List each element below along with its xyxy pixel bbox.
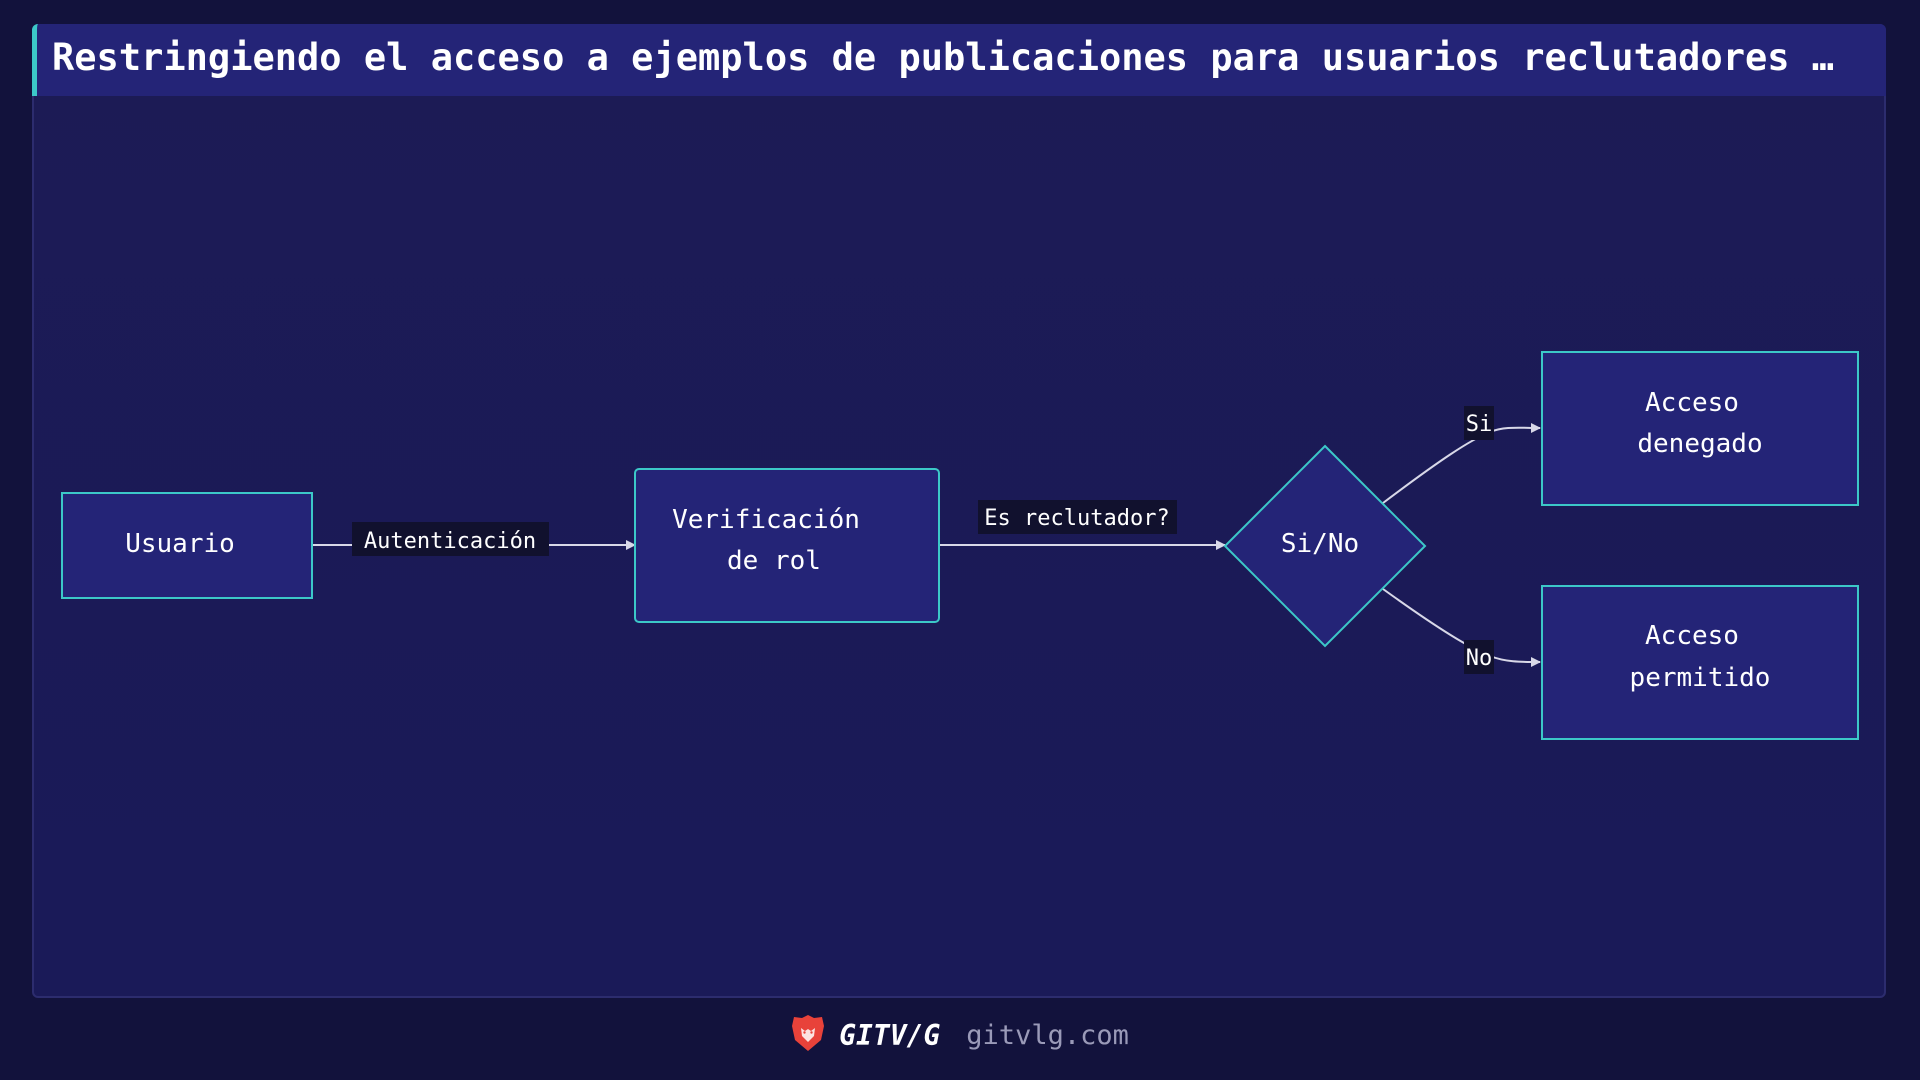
node-acceso-permitido: Acceso permitido: [1541, 585, 1859, 740]
edge-decision-denegado: [1382, 422, 1541, 504]
lion-shield-icon: [791, 1014, 825, 1056]
node-decision-si-no: Si/No: [1223, 444, 1427, 648]
node-permitido-label-line2: permitido: [1630, 663, 1771, 693]
footer: GITV/G gitvlg.com: [0, 1010, 1920, 1060]
node-verificacion-de-rol: Verificación de rol: [634, 468, 940, 623]
edge-decision-permitido: [1382, 588, 1541, 667]
edge-label-no: No: [1464, 640, 1494, 674]
node-usuario: Usuario: [61, 492, 313, 599]
node-usuario-label: Usuario: [125, 529, 235, 559]
site-url[interactable]: gitvlg.com: [966, 1019, 1129, 1051]
node-verificacion-label-line2: de rol: [727, 546, 821, 576]
title-bar: [32, 24, 1886, 96]
edge-label-autenticacion-text: Autenticación: [364, 529, 536, 554]
brand-name: GITV/G: [839, 1018, 941, 1052]
edge-label-si: Si: [1464, 406, 1494, 440]
diagram-card: [32, 24, 1886, 998]
node-denegado-label-line2: denegado: [1637, 429, 1762, 459]
edge-label-autenticacion: Autenticación: [352, 522, 549, 556]
node-decision-label: Si/No: [1281, 529, 1359, 559]
edge-label-no-text: No: [1466, 646, 1493, 671]
node-acceso-denegado: Acceso denegado: [1541, 351, 1859, 506]
node-permitido-label-line1: Acceso: [1645, 621, 1739, 651]
edge-label-es-reclutador: Es reclutador?: [978, 500, 1177, 534]
node-denegado-label-line1: Acceso: [1645, 388, 1739, 418]
node-verificacion-label-line1: Verificación: [672, 505, 860, 535]
edge-label-si-text: Si: [1466, 412, 1493, 437]
edge-label-es-reclutador-text: Es reclutador?: [984, 506, 1169, 531]
